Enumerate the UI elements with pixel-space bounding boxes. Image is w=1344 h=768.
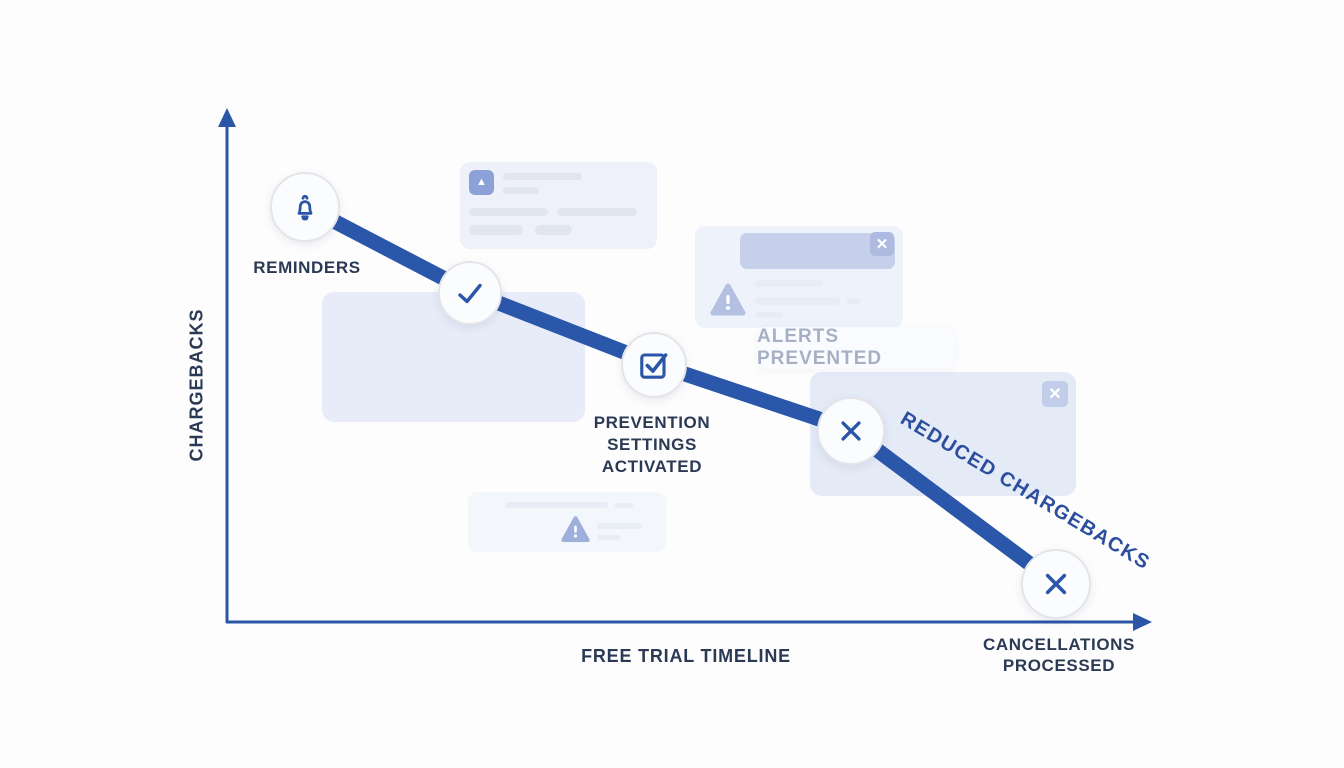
label-line: PROCESSED <box>1002 656 1116 675</box>
skeleton-line <box>755 297 840 305</box>
prevention-settings-label: PREVENTION SETTINGS ACTIVATED <box>572 412 732 478</box>
ghost-warning-card <box>468 492 666 552</box>
check-icon <box>458 283 482 304</box>
skeleton-line <box>469 208 548 216</box>
x-axis-label: FREE TRIAL TIMELINE <box>581 646 791 666</box>
skeleton-line <box>557 208 637 216</box>
warning-triangle-icon <box>561 516 590 542</box>
alerts-prevented-label: ALERTS PREVENTED <box>757 326 883 369</box>
skeleton-line <box>535 225 572 235</box>
y-axis-label-text: CHARGEBACKS <box>186 308 207 462</box>
x-mark-icon <box>841 421 861 441</box>
close-icon: ✕ <box>870 232 894 256</box>
bell-icon <box>297 194 313 221</box>
skeleton-line <box>597 535 620 540</box>
skeleton-line <box>505 502 608 508</box>
x-mark-icon <box>1045 573 1067 595</box>
label-line: ACTIVATED <box>601 457 703 476</box>
milestone-node-confirmed <box>438 261 502 325</box>
milestone-node-processed <box>1021 549 1091 619</box>
label-line: CANCELLATIONS <box>983 635 1135 654</box>
skeleton-line <box>755 312 783 318</box>
close-icon: ✕ <box>1042 381 1068 407</box>
skeleton-line <box>846 298 861 304</box>
label-line: SETTINGS <box>607 435 697 454</box>
y-axis-arrow-icon <box>218 108 236 127</box>
alerts-prevented-badge: ALERTS PREVENTED <box>757 326 955 369</box>
ghost-alert-card: ✕ <box>695 226 903 328</box>
label-line: PREVENTION <box>593 413 711 432</box>
warning-triangle-icon <box>710 283 746 316</box>
x-axis-arrow-icon <box>1133 613 1152 631</box>
skeleton-line <box>503 187 539 194</box>
skeleton-line <box>597 523 642 529</box>
milestone-node-cancellation <box>817 397 885 465</box>
skeleton-line <box>755 280 823 287</box>
cancellations-processed-label: CANCELLATIONS PROCESSED <box>954 634 1164 676</box>
ghost-notification-card: ▲ <box>460 162 657 249</box>
milestone-node-reminders <box>270 172 340 242</box>
checkbox-checked-icon <box>640 353 668 379</box>
skeleton-line <box>469 225 523 235</box>
skeleton-line <box>615 503 633 508</box>
reminders-label: REMINDERS <box>253 258 361 277</box>
triangle-badge-icon: ▲ <box>469 170 494 195</box>
skeleton-line <box>503 173 582 180</box>
milestone-node-prevention <box>621 332 687 398</box>
